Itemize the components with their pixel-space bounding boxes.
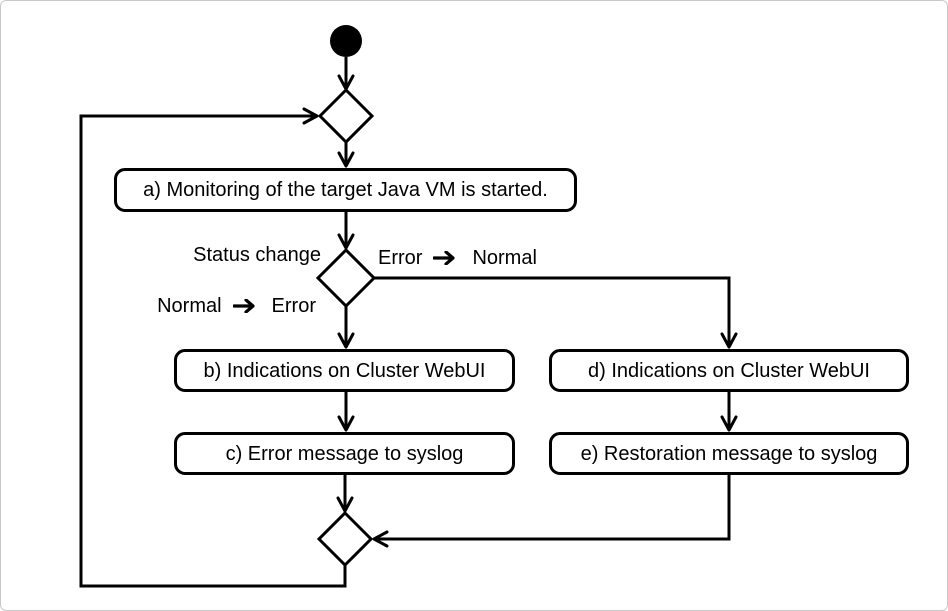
action-node-a: a) Monitoring of the target Java VM is s… — [114, 168, 577, 212]
edge-label-text: Normal — [472, 247, 537, 269]
arrow-right-icon — [433, 251, 456, 265]
action-node-b: b) Indications on Cluster WebUI — [174, 349, 515, 392]
action-node-d: d) Indications on Cluster WebUI — [549, 349, 909, 392]
edge-label-status-change: Status change — [141, 244, 321, 266]
decision-diamond-status-change — [315, 247, 377, 309]
edge-decision-to-d — [374, 276, 738, 349]
edge-label-text: Status change — [193, 244, 321, 266]
edge-e-to-merge2 — [372, 475, 731, 548]
edge-label-normal-to-error: Normal Error — [121, 295, 316, 317]
action-node-e: e) Restoration message to syslog — [549, 432, 909, 475]
edge-label-text: Error — [378, 247, 423, 269]
edge-label-text: Error — [271, 295, 316, 317]
merge-diamond-bottom — [316, 510, 374, 568]
action-node-c: c) Error message to syslog — [174, 432, 515, 475]
edge-label-text: Normal — [157, 295, 222, 317]
edge-label-error-to-normal: Error Normal — [378, 247, 537, 269]
merge-diamond-top — [317, 87, 375, 145]
edge-loopback-to-merge1 — [79, 107, 347, 588]
initial-node — [330, 25, 362, 57]
arrow-right-icon — [232, 299, 255, 313]
